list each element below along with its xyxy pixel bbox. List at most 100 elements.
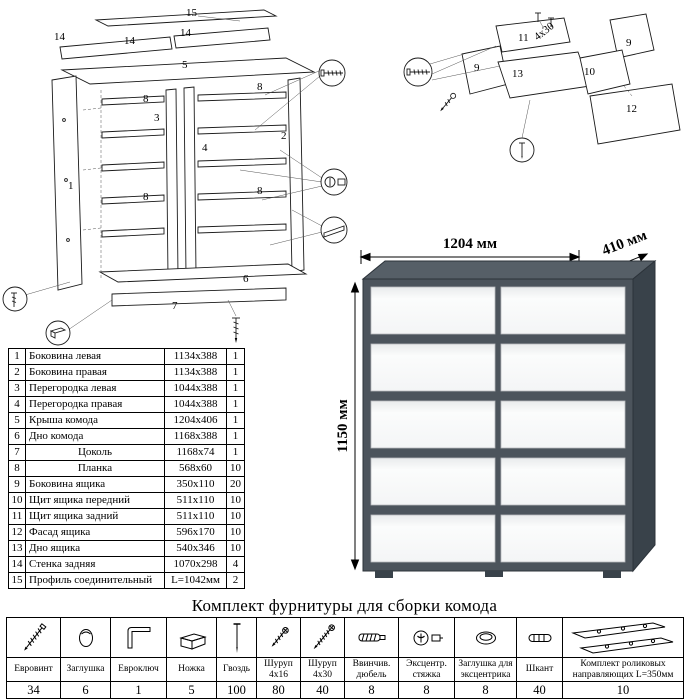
top-panel-part: [60, 57, 316, 85]
drawer-front: [500, 400, 626, 449]
parts-num-cell: 2: [8, 364, 26, 381]
hardware-item-qty: 40: [516, 681, 563, 699]
parts-qty-cell: 2: [226, 572, 245, 589]
hardware-icon-cell: [454, 617, 517, 658]
parts-qty-cell: 1: [226, 396, 245, 413]
parts-name-cell: Фасад ящика: [25, 524, 165, 541]
drawer-front-panel-part: [579, 49, 631, 95]
parts-name-cell: Дно ящика: [25, 540, 165, 557]
parts-name-cell: Боковина ящика: [25, 476, 165, 493]
callout-7: 7: [172, 300, 178, 312]
parts-qty-cell: 10: [226, 540, 245, 557]
parts-size-cell: 568x60: [164, 460, 227, 477]
parts-num-cell: 6: [8, 428, 26, 445]
parts-qty-cell: 1: [226, 364, 245, 381]
rails-right-part: [197, 91, 287, 234]
hardware-icon-cell: [398, 617, 455, 658]
dresser-foot: [603, 571, 621, 578]
parts-name-cell: Щит ящика задний: [25, 508, 165, 525]
hardware-icon-cell: [110, 617, 167, 658]
drawer-facade-part: [589, 83, 681, 145]
parts-size-cell: 350x110: [164, 476, 227, 493]
hardware-kit-title: Комплект фурнитуры для сборки комода: [191, 596, 498, 615]
parts-qty-cell: 20: [226, 476, 245, 493]
dowel-icon: [528, 633, 551, 642]
hardware-item-qty: 10: [562, 681, 684, 699]
parts-qty-cell: 10: [226, 524, 245, 541]
partition-panels-part: [165, 86, 197, 278]
callout-5: 5: [182, 59, 188, 71]
hardware-item-label: Заглушка: [60, 657, 111, 682]
parts-size-cell: 511x110: [164, 492, 227, 509]
hardware-icon-cell: [60, 617, 111, 658]
confirmat-detail-circle: [403, 57, 433, 87]
parts-name-cell: Перегородка правая: [25, 396, 165, 413]
drawer-back-panel-part: [495, 17, 571, 53]
drawer-detail-diagram: 9 9 10 11 12 13 4x30: [403, 12, 681, 163]
parts-qty-cell: 1: [226, 412, 245, 429]
parts-num-cell: 12: [8, 524, 26, 541]
parts-num-cell: 9: [8, 476, 26, 493]
connecting-profile-part: [94, 9, 278, 27]
screw-4x16-icon: [271, 626, 289, 647]
drawer-front: [370, 400, 496, 449]
parts-num-cell: 1: [8, 348, 26, 365]
parts-name-cell: Боковина правая: [25, 364, 165, 381]
parts-size-cell: 1044x388: [164, 380, 227, 397]
hardware-icon-row: [6, 617, 684, 658]
hardware-icon-cell: [300, 617, 345, 658]
hardware-item-label: Эксцентр. стяжка: [398, 657, 455, 682]
hardware-item-qty: 1: [110, 681, 167, 699]
standalone-screw: [232, 317, 240, 343]
callout-2: 2: [281, 130, 287, 142]
confirmat-screw-icon: [23, 622, 47, 651]
hardware-item-label: Гвоздь: [216, 657, 257, 682]
parts-name-cell: Профиль соединительный: [25, 572, 165, 589]
screw-4x30-icon: [313, 623, 335, 649]
parts-name-cell: Боковина левая: [25, 348, 165, 365]
hardware-item-qty: 80: [256, 681, 301, 699]
hardware-icon-cell: [216, 617, 257, 658]
hardware-item-label: Шкант: [516, 657, 563, 682]
hardware-item-qty: 6: [60, 681, 111, 699]
parts-name-cell: Планка: [25, 460, 165, 477]
foot-detail-bottom-left: [45, 320, 71, 346]
cam-lock-icon: [413, 630, 443, 645]
screw-glyph: [440, 92, 457, 112]
confirmat-detail: [318, 59, 346, 87]
rail-profile-detail: [320, 216, 348, 244]
parts-size-cell: 1070x298: [164, 556, 227, 573]
screw-in-dowel-icon: [358, 633, 385, 641]
callout-8: 8: [143, 191, 149, 203]
parts-size-cell: 1204x406: [164, 412, 227, 429]
small-screw-b: [548, 17, 554, 27]
hardware-item-qty: 34: [6, 681, 61, 699]
parts-num-cell: 8: [8, 460, 26, 477]
callout-11: 11: [518, 32, 529, 44]
parts-qty-cell: 1: [226, 428, 245, 445]
callout-9: 9: [474, 62, 480, 74]
cam-lock-detail: [320, 168, 348, 196]
parts-size-cell: 1044x388: [164, 396, 227, 413]
parts-size-cell: 1168x74: [164, 444, 227, 461]
cam-cover-icon: [475, 631, 496, 644]
left-side-panel-part: [51, 75, 83, 291]
plinth-part: [111, 287, 287, 307]
parts-size-cell: 540x346: [164, 540, 227, 557]
parts-num-cell: 3: [8, 380, 26, 397]
drawer-leader-lines: [429, 19, 633, 139]
leg-icon: [178, 632, 207, 650]
nail-icon: [233, 622, 241, 653]
callout-6: 6: [243, 273, 249, 285]
hardware-icon-cell: [6, 617, 61, 658]
parts-qty-cell: 1: [226, 348, 245, 365]
dresser-foot: [375, 571, 393, 578]
